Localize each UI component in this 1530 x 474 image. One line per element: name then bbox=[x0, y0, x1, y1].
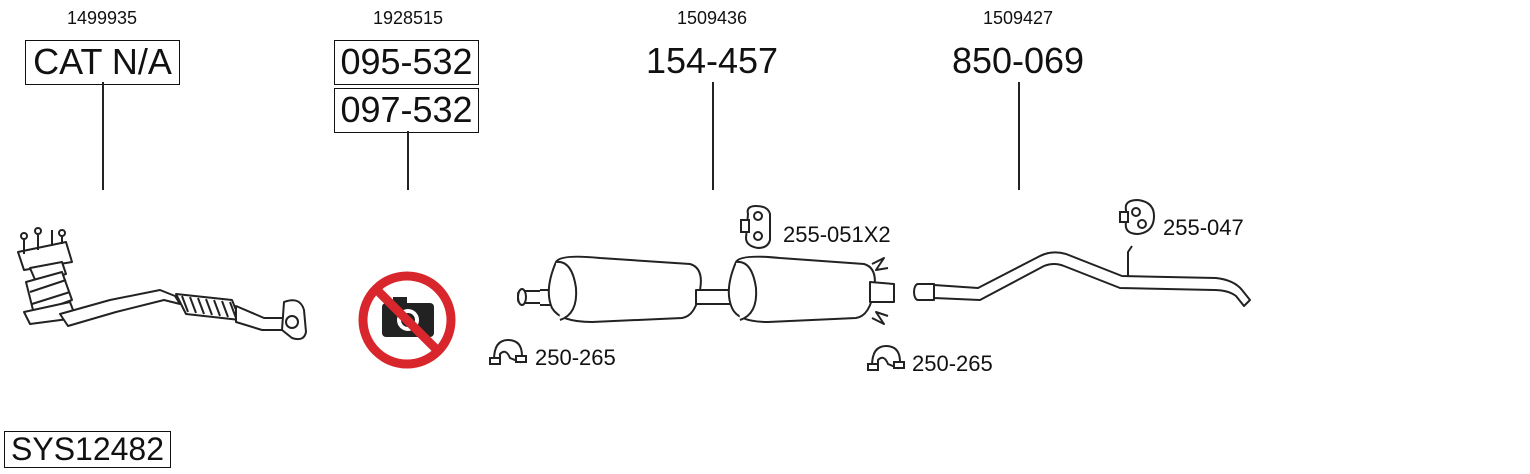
clamp-icon-front bbox=[489, 338, 527, 365]
accessory-label-hanger-rear[interactable]: 255-047 bbox=[1163, 215, 1244, 240]
catalytic-converter-part[interactable] bbox=[17, 227, 307, 341]
leader-line-tail-pipe bbox=[1018, 82, 1020, 190]
oe-number-2: 1928515 bbox=[372, 8, 444, 28]
system-code: SYS12482 bbox=[4, 431, 172, 468]
accessory-label-clamp-rear[interactable]: 250-265 bbox=[912, 351, 993, 376]
accessory-label-hanger-middle[interactable]: 255-051X2 bbox=[783, 222, 891, 247]
leader-line-middle-silencer bbox=[712, 82, 714, 190]
tail-pipe-part[interactable] bbox=[913, 245, 1251, 307]
rubber-hanger-icon-middle bbox=[740, 204, 771, 250]
part-number-tail-pipe[interactable]: 850-069 bbox=[951, 40, 1085, 81]
clamp-icon-rear bbox=[867, 344, 905, 371]
part-number-front-pipe-2[interactable]: 097-532 bbox=[334, 88, 479, 133]
oe-number-4: 1509427 bbox=[982, 8, 1054, 28]
leader-line-catalyst bbox=[102, 82, 104, 190]
rubber-hanger-icon-rear bbox=[1119, 198, 1156, 236]
part-number-middle-silencer[interactable]: 154-457 bbox=[645, 40, 779, 81]
part-number-catalyst[interactable]: CAT N/A bbox=[25, 40, 180, 85]
part-number-front-pipe-1[interactable]: 095-532 bbox=[334, 40, 479, 85]
oe-number-1: 1499935 bbox=[66, 8, 138, 28]
no-image-camera-icon bbox=[358, 271, 456, 369]
middle-silencer-part[interactable] bbox=[517, 255, 895, 325]
accessory-label-clamp-front[interactable]: 250-265 bbox=[535, 345, 616, 370]
oe-number-3: 1509436 bbox=[676, 8, 748, 28]
leader-line-front-pipe bbox=[407, 131, 409, 190]
